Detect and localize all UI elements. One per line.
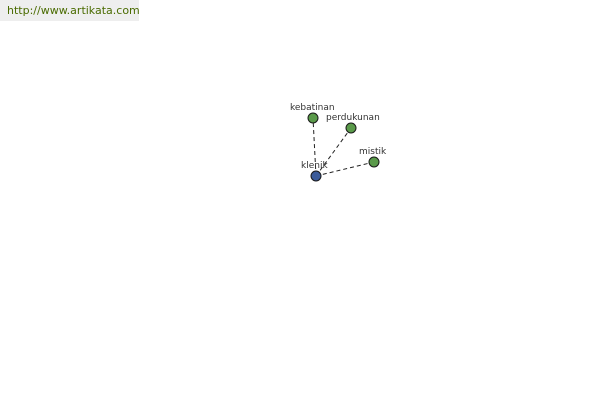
- graph-labels: kebatinan perdukunan mistik klenik: [290, 103, 387, 171]
- node-label-mistik: mistik: [359, 147, 387, 157]
- node-mistik[interactable]: [368, 156, 380, 168]
- node-label-kebatinan: kebatinan: [290, 103, 335, 113]
- graph-nodes: [307, 112, 380, 182]
- edge-klenik-perdukunan: [315, 127, 352, 177]
- node-perdukunan[interactable]: [345, 122, 357, 134]
- node-label-perdukunan: perdukunan: [326, 113, 380, 123]
- edge-klenik-mistik: [315, 161, 375, 177]
- source-url-link[interactable]: http://www.artikata.com: [0, 0, 140, 21]
- node-label-klenik: klenik: [301, 161, 328, 171]
- node-klenik[interactable]: [310, 170, 322, 182]
- graph-edges: [312, 117, 375, 177]
- edge-klenik-kebatinan: [312, 117, 317, 177]
- node-kebatinan[interactable]: [307, 112, 319, 124]
